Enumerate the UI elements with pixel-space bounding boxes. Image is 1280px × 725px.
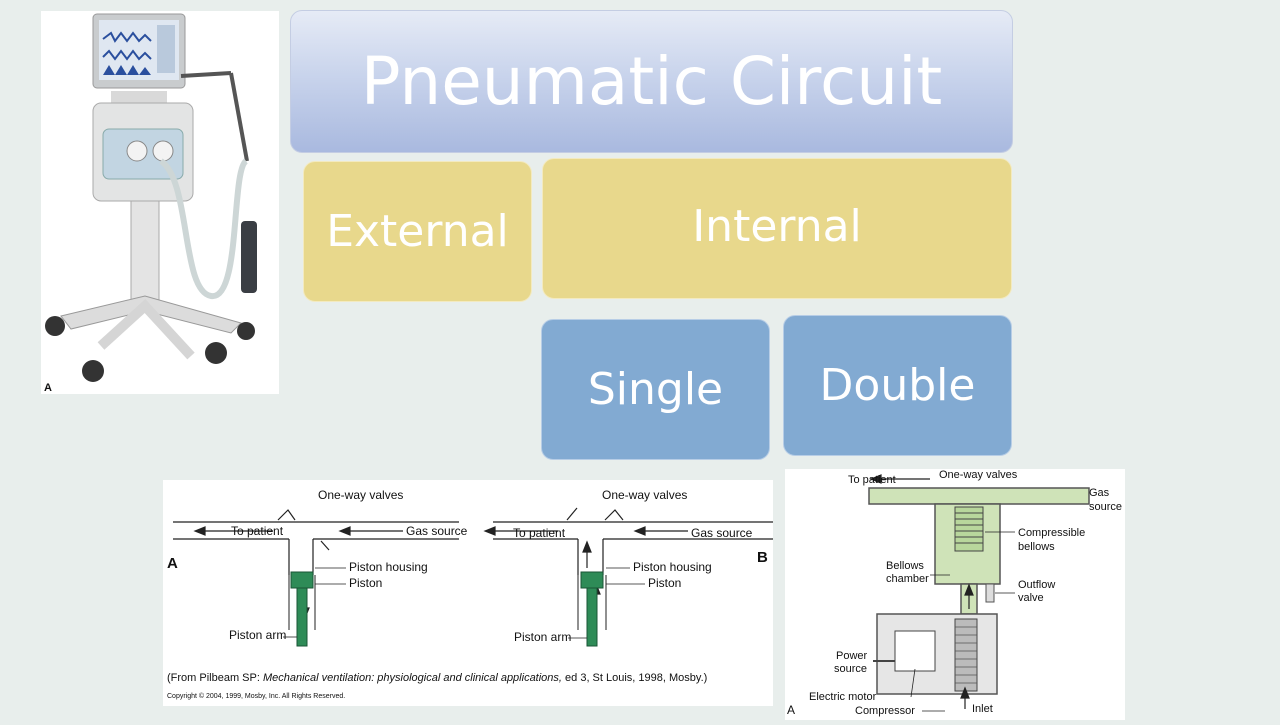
single-label: Single [587,364,724,415]
piston-arm-label-a: Piston arm [229,628,286,642]
bellows-diagram: To patient One-way valves Gas source Com… [787,469,1122,717]
one-way-valves-label-b: One-way valves [602,488,687,502]
power-line2: source [834,663,867,675]
copyright: Copyright © 2004, 1999, Mosby, Inc. All … [167,692,345,700]
piston-housing-label-a: Piston housing [349,560,428,574]
photo-panel-letter: A [44,382,52,394]
gas-source-line1: Gas [1089,487,1110,499]
bellows-to-patient: To patient [848,474,896,486]
bellows-chamber-line2: chamber [886,573,929,585]
bellows-panel-letter: A [787,703,795,717]
double-box: Double [783,315,1012,456]
to-patient-label-a: To patient [231,524,284,538]
internal-label: Internal [692,201,862,252]
ventilator-illustration: A [44,13,257,394]
outflow-line2: valve [1018,592,1044,604]
panel-a-letter: A [167,555,178,572]
inlet-label: Inlet [972,703,993,715]
electric-motor-label: Electric motor [809,691,877,703]
gas-source-label-a: Gas source [406,524,468,538]
gas-source-line2: source [1089,501,1122,513]
compressible-line2: bellows [1018,541,1055,553]
panel-b-letter: B [757,549,768,566]
bellows-one-way-valves: One-way valves [939,469,1018,481]
title-box: Pneumatic Circuit [290,10,1013,153]
piston-housing-label-b: Piston housing [633,560,712,574]
one-way-valves-label-a: One-way valves [318,488,403,502]
piston-a [288,571,316,647]
external-box: External [303,161,532,302]
gas-source-label-b: Gas source [691,526,753,540]
diagram-title: Pneumatic Circuit [360,43,943,120]
external-label: External [326,206,509,257]
ventilator-photo: A [41,11,279,394]
piston-label-a: Piston [349,576,382,590]
bellows-chamber-line1: Bellows [886,560,924,572]
piston-label-b: Piston [648,576,681,590]
citation: (From Pilbeam SP: Mechanical ventilation… [167,672,707,684]
piston-arm-label-b: Piston arm [514,630,571,644]
to-patient-label-b: To patient [513,526,566,540]
piston-b [577,571,607,647]
piston-figure: A To patient One-way valves Gas source P… [163,480,773,706]
piston-diagram: A To patient One-way valves Gas source P… [167,488,773,700]
compressible-line1: Compressible [1018,527,1085,539]
internal-box: Internal [542,158,1012,299]
outflow-line1: Outflow [1018,579,1055,591]
double-label: Double [819,360,976,411]
single-box: Single [541,319,770,460]
compressor-label: Compressor [855,705,915,717]
power-line1: Power [836,650,868,662]
bellows-figure: To patient One-way valves Gas source Com… [785,469,1125,720]
